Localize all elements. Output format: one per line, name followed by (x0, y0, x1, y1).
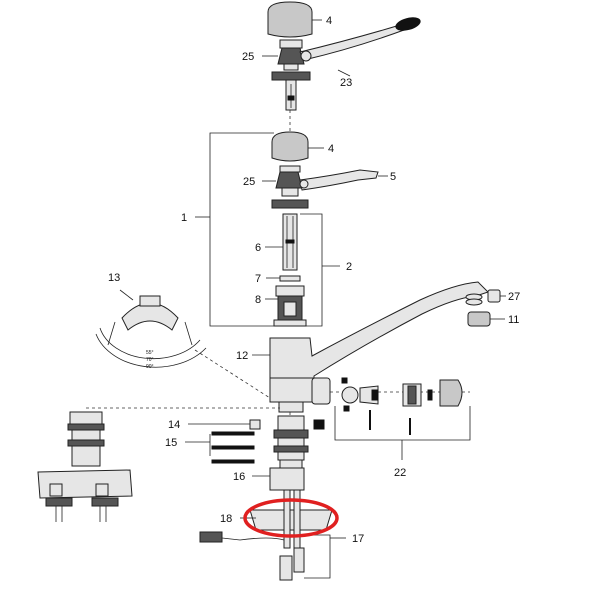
top-cap-4 (267, 1, 313, 38)
dial-90: 90° (146, 364, 154, 370)
label-16: 16 (233, 471, 245, 483)
lower-stem (273, 415, 309, 469)
label-17: 17 (352, 533, 364, 545)
orings-15 (185, 431, 255, 464)
plate-18 (240, 509, 333, 531)
label-2: 2 (346, 261, 352, 273)
highlight-ellipse (243, 498, 339, 538)
top-cartridge-25 (271, 39, 311, 111)
dial-70: 70° (146, 357, 154, 363)
label-13: 13 (108, 272, 120, 284)
label-25: 25 (243, 176, 255, 188)
cap-4 (271, 131, 309, 162)
dial-55: 55° (146, 350, 154, 356)
hoses-17 (199, 489, 346, 581)
parts-14 (188, 419, 325, 430)
label-27: 27 (508, 291, 520, 303)
seat-8 (273, 285, 307, 327)
label-4-top: 4 (326, 15, 332, 27)
nut-16 (269, 467, 305, 491)
aerator-27 (465, 289, 501, 306)
label-5: 5 (390, 171, 396, 183)
valve-group-22 (330, 377, 471, 460)
label-1: 1 (181, 212, 187, 224)
label-14: 14 (168, 419, 180, 431)
bracket-1 (195, 132, 274, 327)
label-7: 7 (255, 273, 261, 285)
label-11: 11 (508, 314, 519, 326)
body-12 (269, 281, 489, 413)
mounting-set-left (37, 411, 133, 522)
rotation-stop-dial-13: 55° 70° 90° (95, 289, 207, 370)
leader-lines (252, 19, 506, 477)
spindle-6 (282, 213, 298, 271)
label-25-top: 25 (242, 51, 254, 63)
lever-5 (299, 169, 379, 191)
label-23: 23 (340, 77, 352, 89)
label-6: 6 (255, 242, 261, 254)
label-12: 12 (236, 350, 248, 362)
label-18: 18 (220, 513, 232, 525)
lever-tip (395, 17, 421, 31)
label-4: 4 (328, 143, 334, 155)
bracket-2 (300, 213, 340, 327)
washer-7 (279, 275, 301, 282)
lever-23 (299, 17, 421, 62)
label-15: 15 (165, 437, 177, 449)
label-8: 8 (255, 294, 261, 306)
label-22: 22 (394, 467, 406, 479)
aerator-11 (467, 311, 491, 327)
